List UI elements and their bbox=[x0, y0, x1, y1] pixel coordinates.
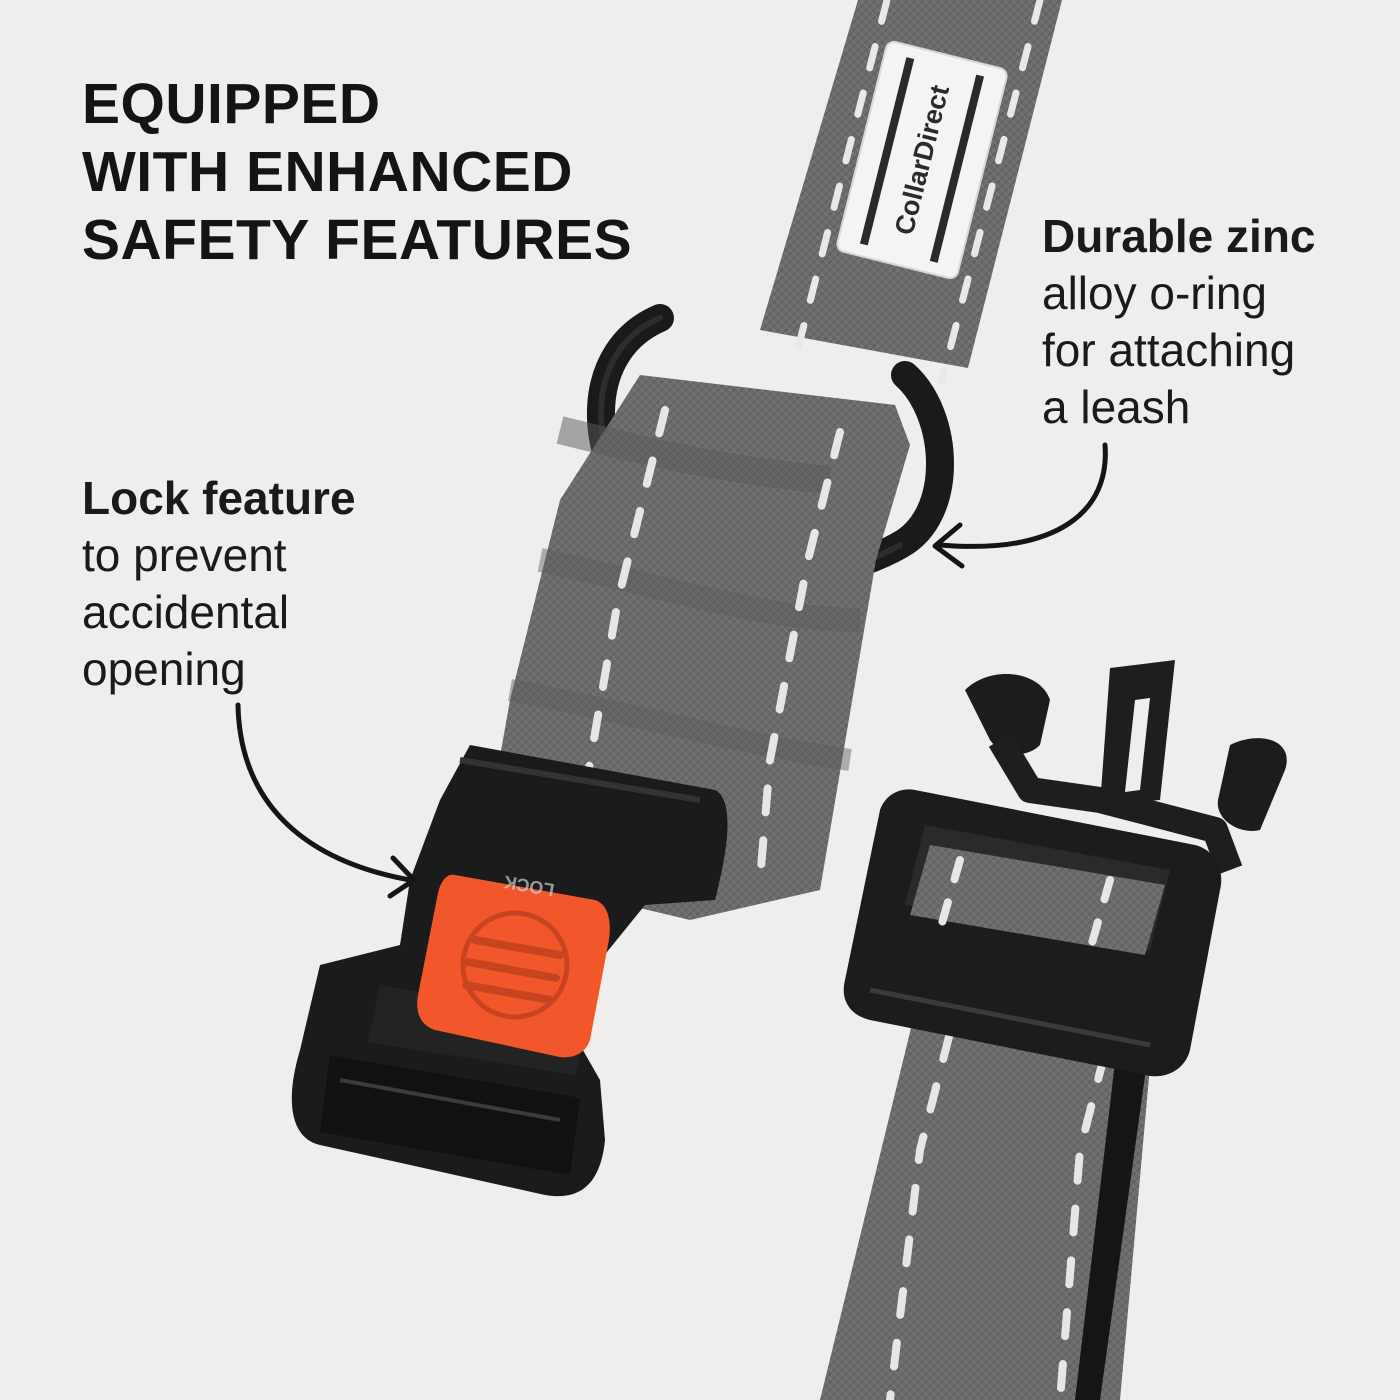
headline: EQUIPPED WITH ENHANCED SAFETY FEATURES bbox=[82, 70, 632, 274]
ring-callout-line-3: a leash bbox=[1042, 381, 1191, 433]
lock-callout-line-1: to prevent bbox=[82, 529, 287, 581]
lock-callout-title: Lock feature bbox=[82, 472, 356, 524]
lock-button bbox=[417, 874, 610, 1058]
arrow-to-ring-icon bbox=[932, 442, 1108, 569]
headline-line-1: EQUIPPED bbox=[82, 72, 381, 136]
upper-strap: CollarDirect bbox=[760, 0, 1062, 384]
lock-callout-line-3: opening bbox=[82, 643, 246, 695]
lock-callout: Lock feature to prevent accidental openi… bbox=[82, 470, 356, 698]
brand-tag: CollarDirect bbox=[836, 40, 1008, 280]
male-buckle bbox=[843, 660, 1287, 1077]
lock-callout-line-2: accidental bbox=[82, 586, 290, 638]
ring-callout-line-1: alloy o-ring bbox=[1042, 267, 1267, 319]
arrow-to-lock-icon bbox=[235, 702, 417, 899]
ring-callout-line-2: for attaching bbox=[1042, 324, 1296, 376]
ring-callout: Durable zinc alloy o-ring for attaching … bbox=[1042, 208, 1316, 436]
female-buckle: LOCK bbox=[291, 745, 728, 1197]
headline-line-2: WITH ENHANCED bbox=[82, 140, 573, 204]
headline-line-3: SAFETY FEATURES bbox=[82, 208, 633, 272]
ring-callout-title: Durable zinc bbox=[1042, 210, 1316, 262]
